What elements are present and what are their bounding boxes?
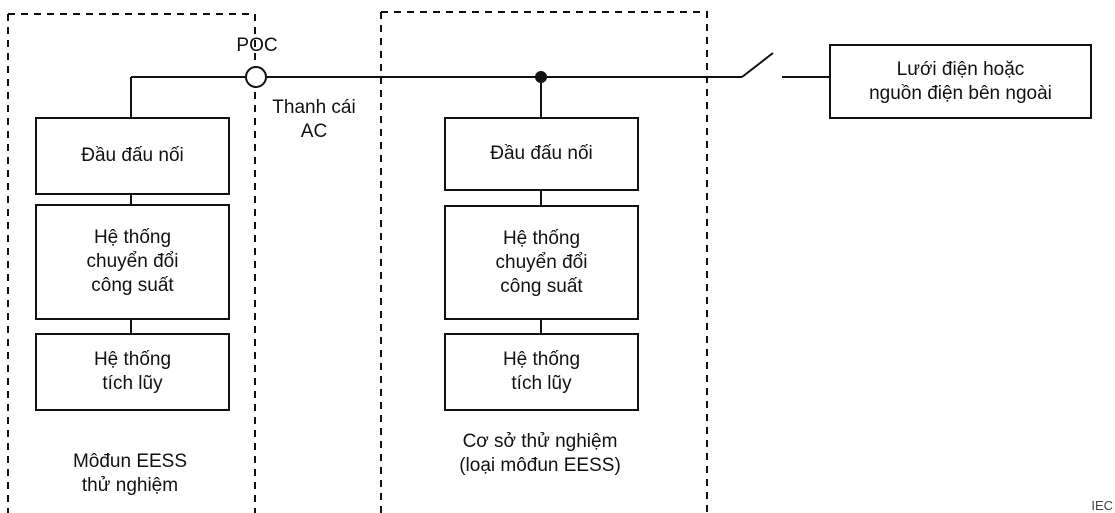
module-caption: Môđun EESS thử nghiệm <box>72 451 188 496</box>
test-base-dashed-boundary <box>380 11 708 513</box>
testbase-caption: Cơ sở thử nghiệm (loại môđun EESS) <box>459 431 621 476</box>
poc-circle <box>245 66 267 88</box>
module-pcs-box: Hệ thống chuyển đổi công suất <box>35 204 230 320</box>
ac-bus-label: Thanh cái AC <box>272 97 356 142</box>
module-terminal-box: Đầu đấu nối <box>35 117 230 195</box>
grid-switch <box>741 52 774 78</box>
testbase-terminal-box: Đầu đấu nối <box>444 117 639 191</box>
testbase-storage-box: Hệ thống tích lũy <box>444 333 639 411</box>
corner-mark: IEC <box>1091 498 1113 513</box>
poc-label: POC <box>236 35 278 56</box>
testbase-pcs-box: Hệ thống chuyển đổi công suất <box>444 205 639 320</box>
grid-source-box: Lưới điện hoặc nguồn điện bên ngoài <box>829 44 1092 119</box>
module-dashed-boundary <box>7 13 256 513</box>
module-storage-box: Hệ thống tích lũy <box>35 333 230 411</box>
